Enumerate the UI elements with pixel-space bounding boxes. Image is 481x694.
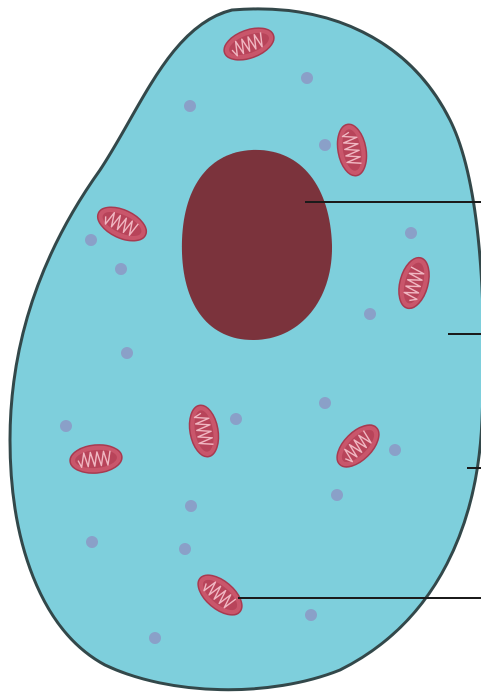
granule	[319, 139, 331, 151]
granule	[301, 72, 313, 84]
granule	[121, 347, 133, 359]
granule	[85, 234, 97, 246]
granule	[86, 536, 98, 548]
granule	[185, 500, 197, 512]
granule	[60, 420, 72, 432]
granule	[149, 632, 161, 644]
granule	[319, 397, 331, 409]
granule	[230, 413, 242, 425]
granule	[364, 308, 376, 320]
granule	[389, 444, 401, 456]
granule	[115, 263, 127, 275]
granule	[179, 543, 191, 555]
nucleus	[182, 150, 332, 340]
cell-membrane	[10, 9, 481, 690]
granule	[405, 227, 417, 239]
granule	[305, 609, 317, 621]
granule	[331, 489, 343, 501]
granule	[184, 100, 196, 112]
